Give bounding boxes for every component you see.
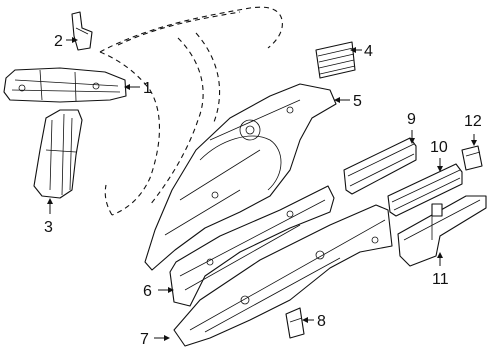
callout-2: 2: [54, 33, 63, 50]
part-2-small-bracket: [71, 11, 93, 51]
part-9-rail-extension: [343, 137, 417, 195]
part-12-clip: [461, 145, 483, 171]
callout-6: 6: [143, 283, 152, 300]
callout-3: 3: [44, 219, 53, 236]
callout-5: 5: [353, 93, 362, 110]
callout-8: 8: [317, 313, 326, 330]
part-10-rail-extension: [387, 163, 463, 217]
callout-4: 4: [364, 43, 373, 60]
part-1-rail-bracket: [3, 67, 127, 103]
callout-1: 1: [143, 80, 152, 97]
callout-10: 10: [430, 139, 448, 156]
callout-7: 7: [140, 331, 149, 348]
leader-lines: [47, 37, 477, 341]
part-7-frame-rail: [173, 204, 393, 347]
callout-9: 9: [407, 111, 416, 128]
part-8-bracket: [285, 307, 305, 339]
callout-12: 12: [464, 113, 482, 130]
part-3-pillar: [33, 109, 83, 199]
callout-11: 11: [432, 271, 449, 288]
part-11-end-bracket: [397, 195, 487, 267]
part-5-wheelhouse: [144, 83, 337, 271]
part-4-vent-grille: [315, 41, 356, 79]
quarter-panel-outline: [99, 6, 283, 216]
part-6-rocker: [169, 185, 335, 307]
